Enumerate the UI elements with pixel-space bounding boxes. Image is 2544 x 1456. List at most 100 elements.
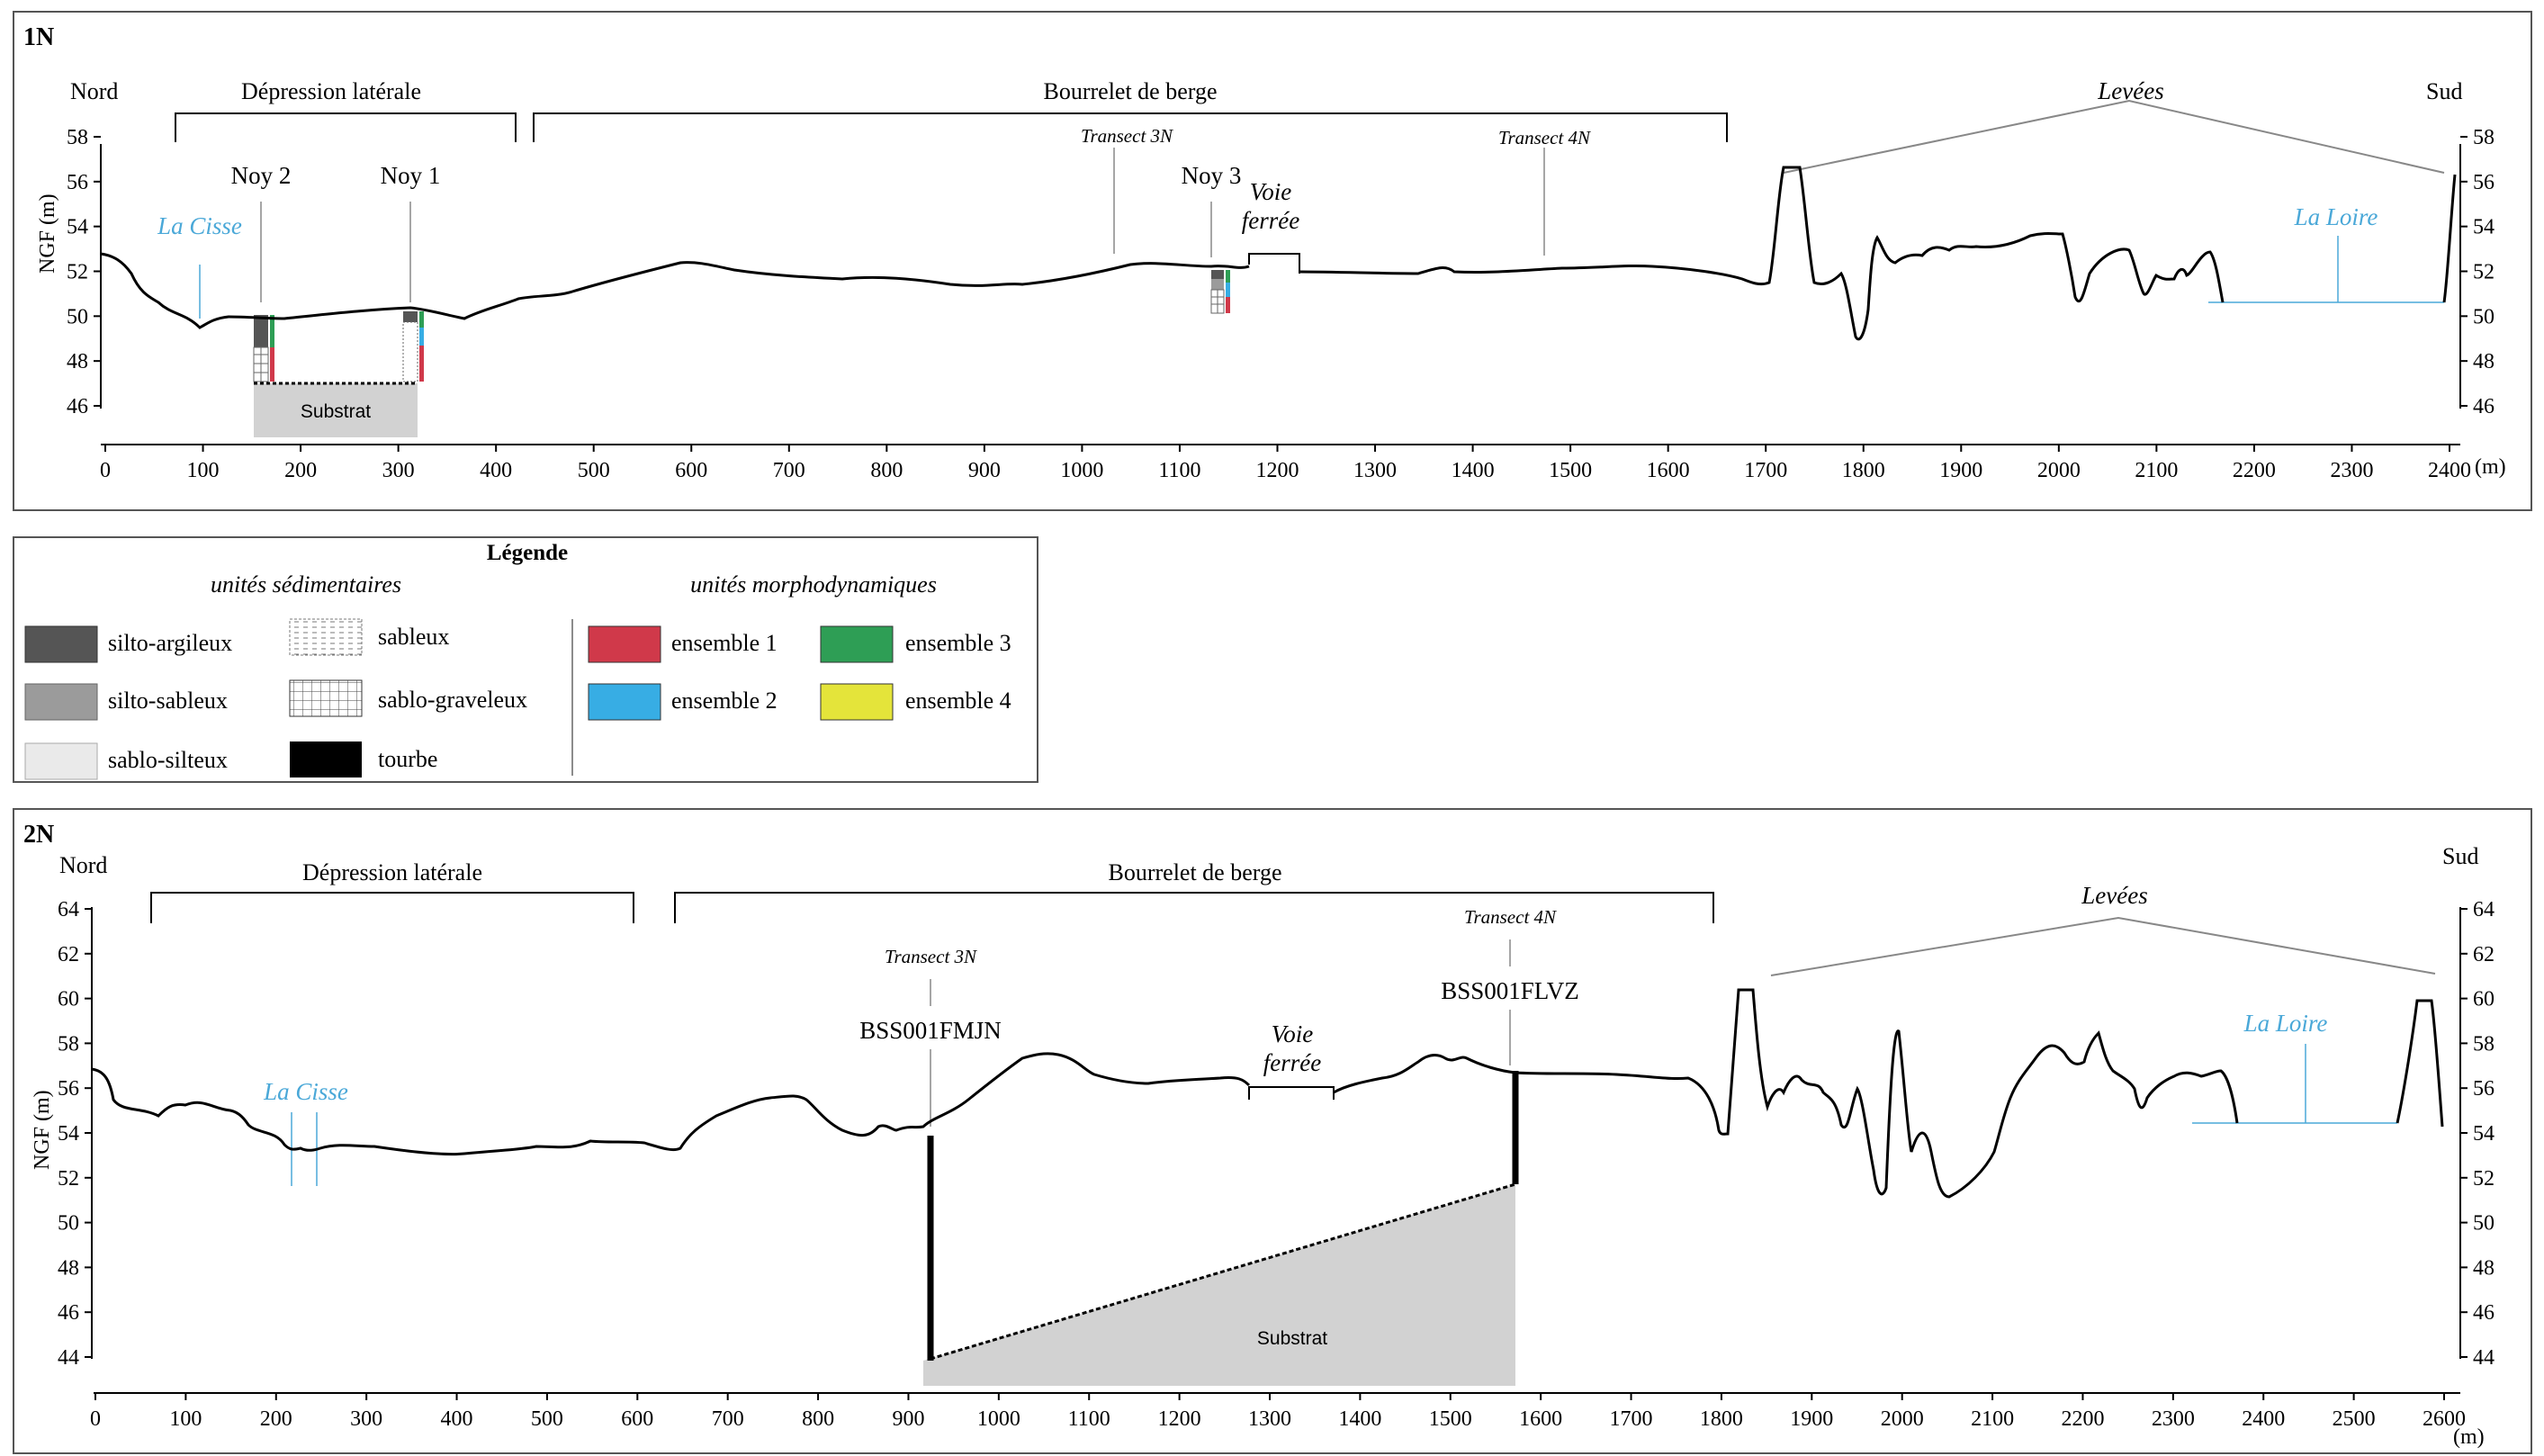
y-tick-label: 58: [67, 126, 88, 149]
railway-embankment: [1248, 253, 1300, 274]
x-tick-label: 400: [480, 459, 512, 482]
y-axis-label: NGF (m): [36, 193, 59, 274]
legend-box: Légende unités sédimentaires unités morp…: [13, 536, 1038, 783]
legend-sed-sableux: sableux: [289, 618, 449, 656]
transect4-label: Transect 4N: [1464, 906, 1557, 928]
x-tick-label: 1100: [1068, 1407, 1110, 1431]
bss001fmjn-label: BSS001FMJN: [859, 1017, 1002, 1044]
y-tick-label: 62: [2473, 943, 2495, 966]
terrain-profile: [100, 166, 2457, 341]
north-label: Nord: [70, 78, 118, 104]
x-tick-label: 1300: [1248, 1407, 1291, 1431]
core-noy3: [1210, 270, 1230, 314]
svg-text:sablo-graveleux: sablo-graveleux: [378, 687, 527, 713]
legend-svg: Légende unités sédimentaires unités morp…: [24, 541, 1011, 780]
panel-id: 2N: [23, 821, 54, 849]
la-cisse-label: La Cisse: [263, 1078, 348, 1105]
y-tick-label: 56: [58, 1077, 79, 1101]
x-tick-label: 1300: [1353, 459, 1397, 482]
x-tick-label: 600: [675, 459, 707, 482]
y-tick-label: 52: [2473, 1167, 2495, 1191]
legend-sed-tourbe: tourbe: [290, 741, 437, 777]
y-tick-label: 46: [67, 395, 88, 418]
x-tick-label: 1200: [1158, 1407, 1201, 1431]
y-tick-label: 64: [2473, 898, 2495, 921]
voie-ferree-label-2: ferrée: [1242, 207, 1299, 234]
noy3-label: Noy 3: [1182, 162, 1242, 189]
x-tick-label: 700: [773, 459, 805, 482]
north-label: Nord: [59, 852, 107, 878]
x-tick-label: 900: [968, 459, 1001, 482]
svg-text:tourbe: tourbe: [378, 746, 437, 772]
x-tick-label: 200: [284, 459, 317, 482]
x-tick-label: 100: [169, 1407, 202, 1431]
x-tick-label: 1600: [1647, 459, 1690, 482]
y-tick-label: 56: [67, 171, 88, 194]
x-tick-label: 400: [441, 1407, 473, 1431]
zone-depression: Dépression latérale: [241, 78, 421, 104]
x-tick-label: 1900: [1790, 1407, 1833, 1431]
y-tick-label: 50: [2473, 305, 2495, 328]
svg-text:ensemble 3: ensemble 3: [905, 630, 1011, 656]
legend-ensemble-2: ensemble 2: [588, 683, 778, 721]
y-tick-label: 52: [67, 261, 88, 284]
y-tick-label: 50: [58, 1212, 79, 1236]
voie-ferree-label-2: ferrée: [1263, 1049, 1321, 1076]
x-axis-unit: (m): [2453, 1425, 2485, 1449]
svg-text:ensemble 2: ensemble 2: [671, 688, 778, 714]
legend-sed-sablo-silteux: sablo-silteux: [24, 742, 228, 780]
bracket-levees: [1770, 916, 2436, 976]
legend-title: Légende: [487, 541, 568, 565]
substrat-label: Substrat: [301, 401, 371, 422]
y-tick-label: 54: [2473, 1122, 2495, 1146]
x-tick-label: 100: [187, 459, 220, 482]
svg-text:sablo-silteux: sablo-silteux: [108, 747, 228, 773]
y-tick-label: 58: [2473, 126, 2495, 149]
x-tick-label: 1700: [1610, 1407, 1653, 1431]
x-tick-label: 2300: [2330, 459, 2373, 482]
svg-text:sableux: sableux: [378, 624, 449, 650]
bracket-bourrelet: [533, 112, 1728, 142]
la-cisse-label: La Cisse: [157, 212, 242, 239]
y-tick-label: 60: [58, 988, 79, 1011]
bracket-depression: [175, 112, 517, 142]
x-tick-label: 2100: [1971, 1407, 2014, 1431]
x-tick-label: 500: [531, 1407, 563, 1431]
south-label: Sud: [2442, 843, 2478, 869]
pointer-lines: [199, 148, 2444, 319]
transect4-label: Transect 4N: [1498, 127, 1591, 148]
x-tick-label: 300: [382, 459, 415, 482]
x-axis-unit: (m): [2475, 455, 2506, 479]
x-tick-label: 700: [712, 1407, 744, 1431]
zone-levees: Levées: [2081, 882, 2147, 909]
bracket-bourrelet: [674, 892, 1714, 923]
x-tick-label: 1400: [1338, 1407, 1381, 1431]
south-label: Sud: [2426, 78, 2462, 104]
y-tick-label: 54: [67, 216, 88, 239]
x-tick-label: 1700: [1744, 459, 1787, 482]
x-tick-label: 300: [350, 1407, 382, 1431]
x-tick-label: 200: [260, 1407, 292, 1431]
y-tick-label: 56: [2473, 1077, 2495, 1101]
legend-ensemble-4: ensemble 4: [820, 683, 1011, 721]
svg-text:silto-argileux: silto-argileux: [108, 630, 232, 656]
y-tick-label: 46: [2473, 395, 2495, 418]
zone-depression: Dépression latérale: [302, 859, 482, 885]
terrain-profile: [91, 988, 2444, 1199]
x-tick-label: 900: [892, 1407, 924, 1431]
y-tick-label: 46: [58, 1301, 79, 1325]
legend-sed-title: unités sédimentaires: [211, 571, 401, 598]
x-tick-label: 0: [100, 459, 111, 482]
core-noy1: [402, 311, 424, 382]
y-tick-label: 64: [58, 898, 79, 921]
y-axis-label: NGF (m): [31, 1090, 54, 1170]
x-tick-label: 1800: [1842, 459, 1885, 482]
la-loire-label: La Loire: [2243, 1010, 2328, 1037]
x-tick-label: 1100: [1158, 459, 1200, 482]
